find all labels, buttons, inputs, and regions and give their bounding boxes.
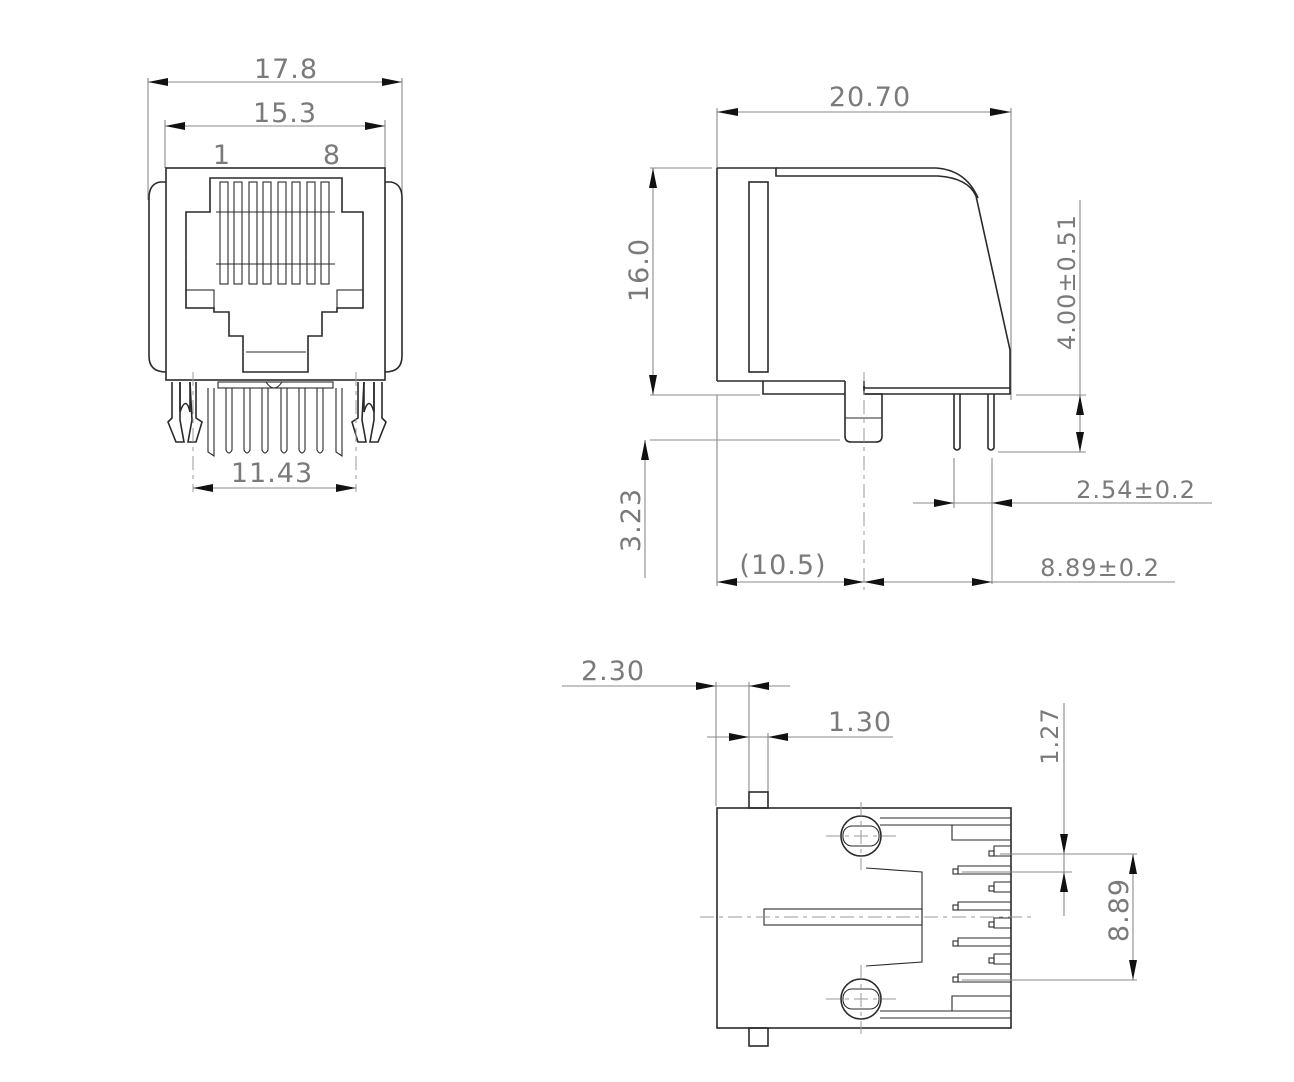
dim-overall-depth: 20.70 [829,82,911,113]
bottom-view: 2.30 1.30 [562,656,1137,1047]
dim-tab-width: 1.30 [828,707,892,738]
dim-post-to-front: (10.5) [739,550,826,581]
dim-post-spacing: 11.43 [231,458,313,489]
pin-label-1: 1 [213,140,231,171]
dim-pin-span: 8.89 [1104,878,1135,942]
pin-label-8: 8 [323,140,341,171]
side-view: 20.70 16.0 3.23 4.00±0.51 [616,82,1212,590]
dim-post-to-pin: 8.89±0.2 [1040,554,1160,582]
dim-front-offset: 2.30 [581,656,645,687]
dim-body-height: 16.0 [624,238,655,302]
contact-slots [952,845,1011,983]
front-view: 17.8 15.3 1 8 [147,54,403,492]
dim-post-length: 3.23 [616,488,647,552]
dim-pin-length: 4.00±0.51 [1053,214,1081,350]
dim-overall-width: 17.8 [254,54,318,85]
dim-pin-pitch: 1.27 [1036,707,1064,764]
dim-body-width: 15.3 [253,98,317,129]
dim-pin-row-pitch: 2.54±0.2 [1076,476,1196,504]
